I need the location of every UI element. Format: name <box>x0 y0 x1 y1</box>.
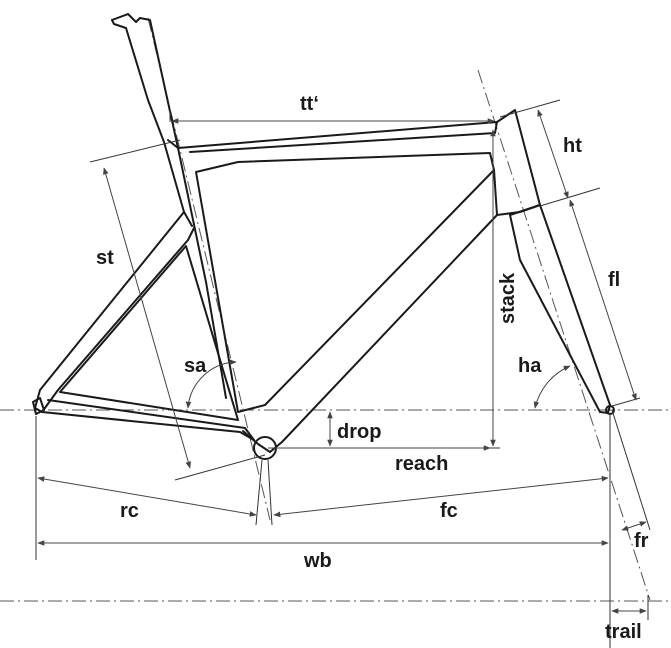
label-reach: reach <box>395 453 448 475</box>
label-fr: fr <box>634 530 649 552</box>
bb-vertical-left <box>255 459 263 526</box>
steering-axis <box>477 69 651 601</box>
label-st: st <box>96 247 114 269</box>
down-tube <box>242 214 498 453</box>
st-dimension <box>103 167 191 469</box>
fc-dimension <box>273 475 609 518</box>
fr-dimension <box>621 521 647 531</box>
sa-arc <box>185 359 237 409</box>
label-ht: ht <box>563 135 582 157</box>
ht-dimension <box>537 109 569 199</box>
label-drop: drop <box>337 421 381 443</box>
label-rc: rc <box>120 500 139 522</box>
label-wb: wb <box>303 550 332 572</box>
ht-extension-top <box>499 99 561 118</box>
fl-extension-bottom <box>611 397 641 407</box>
label-tt: tt‘ <box>300 93 319 115</box>
ht-extension-bottom <box>539 187 601 207</box>
label-fc: fc <box>440 500 458 522</box>
fl-dimension <box>569 199 637 401</box>
seat-stay <box>34 211 195 413</box>
label-ha: ha <box>518 355 542 377</box>
fork <box>509 204 611 414</box>
st-extension-top <box>89 139 181 163</box>
rc-dimension <box>37 476 257 517</box>
seat-tube-rear-edge <box>111 19 193 227</box>
dimension-labels: tt‘ ht st stack fl sa ha drop reach rc f… <box>96 93 649 643</box>
top-tube <box>167 121 498 153</box>
label-fl: fl <box>608 269 620 291</box>
label-stack: stack <box>497 272 519 324</box>
head-tube <box>493 109 541 216</box>
dimensions <box>35 99 651 648</box>
label-trail: trail <box>605 621 642 643</box>
bike-frame <box>32 13 615 460</box>
seat-tube-axis <box>147 17 271 521</box>
main-triangle-inner <box>195 152 495 413</box>
label-sa: sa <box>184 355 207 377</box>
rear-dropout <box>32 397 45 415</box>
bb-vertical-right <box>267 459 273 526</box>
fr-extension <box>611 409 651 531</box>
st-extension-bottom <box>174 454 266 481</box>
seat-post <box>111 13 227 399</box>
ha-arc <box>533 365 571 409</box>
